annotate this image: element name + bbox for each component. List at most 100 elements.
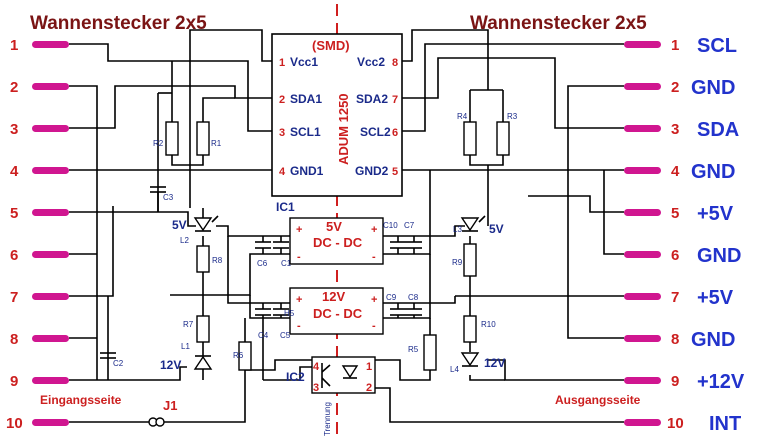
ic1-label: IC1: [276, 200, 295, 214]
left-pin-number: 3: [10, 121, 18, 138]
adum-pin-name: Vcc2: [357, 55, 385, 69]
resistor-r8: [196, 245, 210, 273]
dc-dc-5v-minus: -: [297, 251, 301, 263]
isolation-label: Trennung: [323, 402, 332, 436]
adum-pin-name: SDA1: [290, 92, 322, 106]
adum-pin-number: 3: [279, 127, 285, 139]
j1-label: J1: [163, 398, 177, 413]
optocoupler-ic2: IC2 4 3 1 2 Trennung: [286, 356, 376, 436]
left-pin-3: [32, 125, 69, 132]
right-pin-number: 7: [671, 289, 679, 306]
signal-label: +12V: [697, 371, 745, 393]
resistor-r1: [196, 121, 210, 156]
left-pin-5: [32, 209, 69, 216]
resistor-r2: [165, 121, 179, 156]
c5-label: C5: [280, 331, 291, 340]
dc-dc-5v-out-minus: -: [372, 251, 376, 263]
adum-pin-number: 8: [392, 57, 398, 69]
right-pin-number: 5: [671, 205, 679, 222]
left-pin-number: 1: [10, 37, 18, 54]
l2-label: L2: [180, 236, 189, 245]
left-pin-4: [32, 167, 69, 174]
right-pin-5: [624, 209, 661, 216]
dc-dc-12v-plus: +: [296, 294, 302, 306]
adum-pin-number: 2: [279, 94, 285, 106]
adum-pin-number: 1: [279, 57, 285, 69]
adum-pin-number: 4: [279, 166, 286, 178]
r7-label: R7: [183, 320, 194, 329]
ic2-pin-3: 3: [313, 382, 319, 394]
adum-pin-number: 6: [392, 127, 398, 139]
ic2-pin-1: 1: [366, 361, 372, 373]
resistor-r4: [463, 121, 477, 156]
ic2-pin-2: 2: [366, 382, 372, 394]
right-pin-3: [624, 125, 661, 132]
right-pin-number: 3: [671, 121, 679, 138]
adum-pin-name: SCL2: [360, 125, 391, 139]
c4-label: C4: [258, 331, 269, 340]
resistor-r10: [463, 315, 477, 343]
right-connector-title: Wannenstecker 2x5: [470, 13, 647, 34]
r3-label: R3: [507, 112, 518, 121]
l1-label: L1: [181, 342, 190, 351]
signal-label: GND: [691, 161, 735, 183]
r9-label: R9: [452, 258, 463, 267]
led-l1-icon: [193, 355, 213, 370]
dc-dc-5v-voltage: 5V: [326, 219, 342, 234]
h5-label: H5: [284, 309, 295, 318]
l4-label: L4: [450, 365, 459, 374]
c8-label: C8: [408, 293, 419, 302]
dc-dc-12v-out-plus: +: [371, 294, 377, 306]
signal-label: +5V: [697, 287, 734, 309]
left-pin-number: 2: [10, 79, 18, 96]
left-pin-number: 5: [10, 205, 18, 222]
left-pin-number: 6: [10, 247, 18, 264]
left-pin-number: 9: [10, 373, 18, 390]
right-pin-number: 8: [671, 331, 679, 348]
c7-label: C7: [404, 221, 415, 230]
adum-1250: (SMD) ADUM 1250 1 Vcc1 2 SDA1 3 SCL1 4 G…: [271, 33, 403, 197]
ic2-led-icon: [341, 365, 359, 379]
ic2-label: IC2: [286, 370, 305, 384]
dc-dc-5v-type: DC - DC: [313, 235, 363, 250]
adum-pin-name: Vcc1: [290, 55, 318, 69]
c9-label: C9: [386, 293, 397, 302]
resistor-r5: [423, 334, 437, 371]
r5-label: R5: [408, 345, 419, 354]
left-pin-number: 8: [10, 331, 18, 348]
dc-dc-12v-minus: -: [297, 320, 301, 332]
c2-label: C2: [113, 359, 124, 368]
dc-dc-5v-body: [289, 217, 384, 265]
led-l2-icon: [193, 217, 213, 232]
right-pin-number: 6: [671, 247, 679, 264]
resistor-r3: [496, 121, 510, 156]
dc-dc-12v-type: DC - DC: [313, 306, 363, 321]
input-side-label: Eingangsseite: [40, 393, 122, 407]
l2-voltage: 5V: [172, 218, 187, 232]
capacitors: C3 C2 C6 C1 C4 C5 H5 C10 C7 C9 C8: [100, 186, 422, 368]
adum-pin-name: SDA2: [356, 92, 388, 106]
right-pin-number: 2: [671, 79, 679, 96]
right-pin-number: 10: [667, 415, 684, 432]
signal-label: INT: [709, 413, 741, 435]
adum-pin-name: GND2: [355, 164, 389, 178]
wires-left: [69, 29, 312, 423]
signal-label: SCL: [697, 35, 737, 57]
r10-label: R10: [481, 320, 496, 329]
adum-pin-name: SCL1: [290, 125, 321, 139]
left-pin-number: 10: [6, 415, 23, 432]
signal-label: GND: [691, 77, 735, 99]
right-pin-2: [624, 83, 661, 90]
c1-label: C1: [281, 259, 292, 268]
left-pin-9: [32, 377, 69, 384]
signal-label: GND: [691, 329, 735, 351]
right-pin-number: 1: [671, 37, 679, 54]
right-pin-number: 9: [671, 373, 679, 390]
left-pin-2: [32, 83, 69, 90]
left-pin-7: [32, 293, 69, 300]
output-side-label: Ausgangsseite: [555, 393, 641, 407]
right-pin-10: [624, 419, 661, 426]
led-l4-icon: [460, 352, 480, 367]
left-pin-1: [32, 41, 69, 48]
adum-name: ADUM 1250: [336, 93, 351, 165]
